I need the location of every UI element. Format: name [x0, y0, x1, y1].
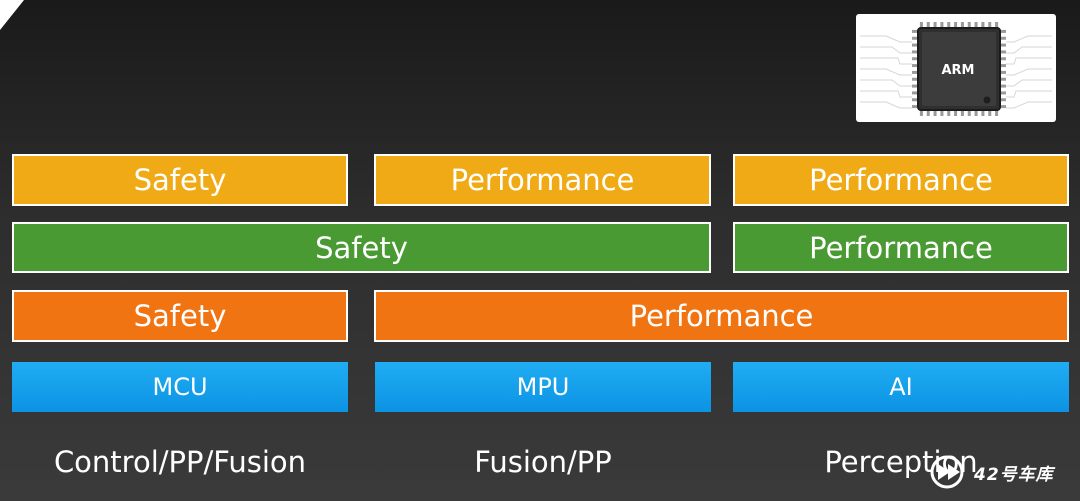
corner-triangle	[0, 0, 24, 30]
watermark-text: 42号车库	[974, 464, 1054, 485]
orange-performance-label: Performance	[629, 299, 814, 333]
green-safety-label: Safety	[315, 230, 408, 265]
yellow-safety-box: Safety	[12, 154, 348, 206]
yellow-performance-box-mid: Performance	[374, 154, 711, 206]
mcu-label: MCU	[152, 373, 208, 401]
orange-safety-box: Safety	[12, 290, 348, 342]
column-label-control: Control/PP/Fusion	[53, 445, 307, 479]
yellow-safety-label: Safety	[133, 163, 227, 197]
mpu-box: MPU	[375, 362, 711, 412]
green-performance-label: Performance	[809, 230, 993, 265]
green-performance-box: Performance	[733, 222, 1069, 273]
arm-chip-image: ARM	[856, 14, 1056, 122]
yellow-performance-label-right: Performance	[809, 163, 993, 197]
orange-performance-box: Performance	[374, 290, 1069, 342]
play-logo-icon	[930, 455, 964, 489]
mpu-label: MPU	[516, 373, 570, 401]
watermark: 42号车库	[930, 452, 1054, 492]
column-label-fusion: Fusion/PP	[474, 445, 612, 479]
arm-chip-icon: ARM	[860, 22, 1052, 116]
yellow-performance-label-mid: Performance	[450, 163, 635, 197]
chip-label: ARM	[941, 63, 974, 78]
orange-safety-label: Safety	[133, 299, 227, 333]
ai-box: AI	[733, 362, 1069, 412]
green-safety-box: Safety	[12, 222, 711, 273]
mcu-box: MCU	[12, 362, 348, 412]
yellow-performance-box-right: Performance	[733, 154, 1069, 206]
ai-label: AI	[889, 373, 913, 401]
